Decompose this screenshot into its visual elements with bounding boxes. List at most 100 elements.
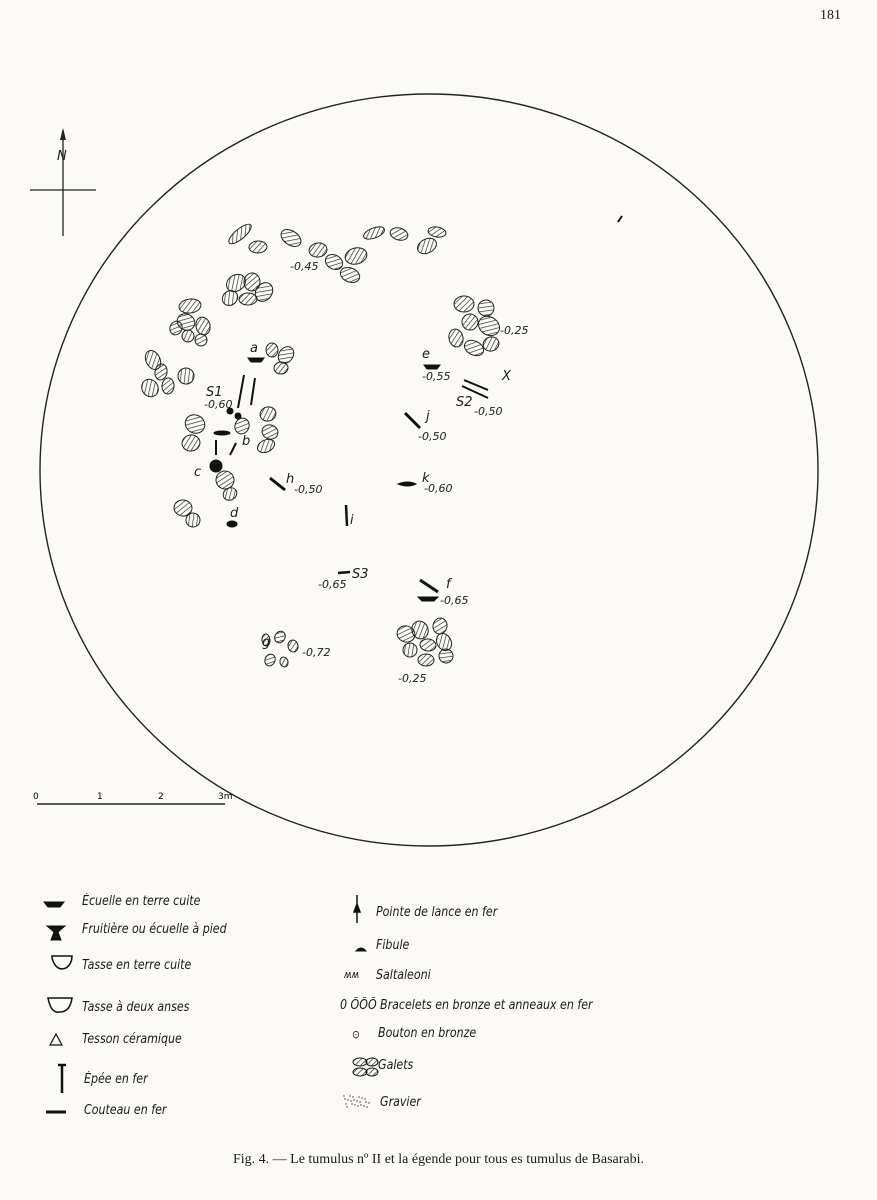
pebble	[256, 438, 276, 454]
label-c: c	[194, 465, 201, 480]
depth-label: -0,50	[294, 483, 322, 496]
pebble	[221, 290, 239, 306]
gravel-dot	[347, 1099, 349, 1101]
pebble	[184, 414, 206, 434]
label-b: b	[242, 434, 250, 449]
spearhead-icon	[352, 895, 362, 923]
legend-item: Gravier	[380, 1095, 421, 1110]
tasse-icon	[51, 955, 73, 970]
pebble	[261, 633, 271, 647]
legend-item: Tesson céramique	[82, 1032, 182, 1047]
pebble	[261, 424, 279, 440]
depth-label: -0,25	[500, 324, 528, 337]
pebble	[254, 282, 274, 302]
gravel-dot	[366, 1106, 368, 1108]
pebble	[222, 487, 238, 501]
pebble	[226, 273, 246, 293]
legend-item: Pointe de lance en fer	[376, 905, 498, 920]
pebble	[228, 223, 252, 245]
depth-label: -0,60	[204, 398, 232, 411]
pebble	[215, 470, 235, 490]
legend-item: Fruitière ou écuelle à pied	[82, 922, 227, 937]
pebble	[195, 316, 211, 336]
pebble	[248, 240, 268, 254]
north-arrow-icon: N	[30, 128, 96, 236]
pebble	[154, 363, 168, 381]
finds	[209, 215, 623, 602]
pebble	[141, 378, 159, 398]
label-k: k	[422, 471, 430, 486]
label-j: j	[424, 409, 430, 424]
pebble	[427, 226, 447, 238]
pebble	[177, 367, 195, 385]
gravel-dot	[344, 1098, 346, 1100]
gravel-dot	[345, 1103, 347, 1105]
depth-label: -0,65	[440, 594, 468, 607]
pebble	[264, 653, 276, 667]
pebble	[234, 417, 250, 435]
pebble	[438, 648, 454, 664]
pebble	[363, 226, 385, 240]
pebble	[463, 339, 485, 357]
pebble	[477, 315, 501, 337]
pebble	[324, 254, 344, 270]
label-s1: S1	[206, 385, 223, 400]
label-x: X	[501, 369, 512, 384]
ecuelle-icon	[42, 901, 66, 908]
label-a: a	[250, 341, 258, 356]
tumulus-outline	[39, 93, 819, 847]
north-label: N	[57, 149, 67, 164]
pebble	[274, 630, 286, 644]
label-f: f	[446, 577, 453, 592]
pebble	[419, 638, 437, 652]
legend-item: Épée en fer	[84, 1072, 148, 1087]
pebble	[453, 295, 475, 313]
pebble	[396, 625, 416, 643]
label-i: i	[350, 513, 354, 528]
depth-label: -0,50	[418, 430, 446, 443]
legend-item: Couteau en fer	[84, 1103, 167, 1118]
fruitiere-icon	[45, 925, 67, 941]
page-number: 181	[820, 8, 841, 23]
gravel-dot	[346, 1106, 348, 1108]
sword-icon	[58, 1063, 66, 1093]
pebble	[308, 242, 328, 258]
pebble	[482, 336, 500, 352]
pebble	[161, 377, 175, 395]
pebble	[279, 656, 289, 668]
triangle-icon	[48, 1032, 64, 1046]
pebbles-icon	[352, 1057, 379, 1077]
pebble	[402, 642, 418, 658]
gravel-dot	[357, 1105, 359, 1107]
pebble	[417, 237, 437, 255]
pebble	[287, 639, 299, 653]
spiral-icon: ʍʍ	[344, 968, 360, 981]
depth-label: -0,50	[474, 405, 502, 418]
pebble	[194, 333, 208, 347]
gravel-dot	[361, 1097, 363, 1099]
map-labels: a b c d e f g h i j k X S1 S2 S3 -0,60 -…	[194, 260, 528, 685]
gravel-dot	[363, 1105, 365, 1107]
pebble	[417, 653, 435, 667]
pebble	[259, 406, 277, 422]
gravel-dot	[368, 1102, 370, 1104]
legend-item: Écuelle en terre cuite	[82, 894, 201, 909]
pebble	[173, 499, 193, 517]
gravel-dot	[359, 1101, 361, 1103]
gravel-dot	[356, 1100, 358, 1102]
scale-tick: 0	[33, 792, 39, 802]
pebble	[477, 299, 495, 317]
pebble	[185, 512, 201, 528]
gravel-dot	[349, 1095, 351, 1097]
scale-tick: 3m	[218, 792, 233, 802]
label-d: d	[230, 506, 239, 521]
pebble	[344, 247, 368, 265]
gravel-dot	[343, 1095, 345, 1097]
gravel-icon	[343, 1095, 370, 1108]
tasse-deux-anses-icon	[47, 997, 73, 1013]
gravel-dot	[352, 1096, 354, 1098]
gravel-dot	[360, 1104, 362, 1106]
scale-tick: 2	[158, 792, 164, 802]
pebbles-group	[141, 223, 501, 668]
